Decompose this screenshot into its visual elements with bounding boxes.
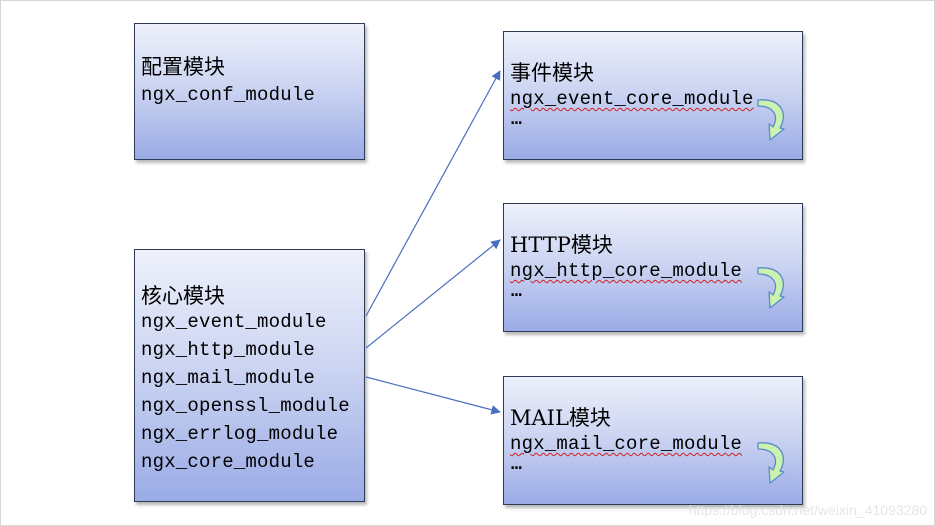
mail-module-item: ngx_mail_core_module — [510, 433, 743, 455]
mail-module-ellipsis: … — [511, 455, 522, 475]
event-module-ellipsis: … — [511, 110, 522, 130]
curved-arrow-icon — [757, 267, 785, 309]
core-module-box: 核心模块 ngx_event_module ngx_http_module ng… — [134, 249, 365, 502]
arrow-core-to-event — [365, 70, 501, 317]
arrow-core-to-mail — [365, 376, 501, 415]
event-module-title: 事件模块 — [510, 61, 594, 85]
config-module-item: ngx_conf_module — [141, 84, 316, 106]
mail-module-box: MAIL模块 ngx_mail_core_module … — [503, 376, 803, 505]
curved-arrow-icon — [757, 442, 785, 484]
event-module-item: ngx_event_core_module — [510, 88, 754, 110]
http-module-box: HTTP模块 ngx_http_core_module … — [503, 203, 803, 332]
core-module-title: 核心模块 — [141, 284, 225, 308]
http-module-ellipsis: … — [511, 282, 522, 302]
core-module-item: ngx_http_module — [141, 339, 316, 361]
event-module-box: 事件模块 ngx_event_core_module … — [503, 31, 803, 160]
core-module-item: ngx_event_module — [141, 311, 327, 333]
core-module-item: ngx_mail_module — [141, 367, 316, 389]
core-module-item: ngx_core_module — [141, 451, 316, 473]
core-module-item: ngx_errlog_module — [141, 423, 339, 445]
core-module-item: ngx_openssl_module — [141, 395, 350, 417]
curved-arrow-icon — [757, 99, 785, 141]
http-module-title: HTTP模块 — [510, 233, 613, 257]
config-module-title: 配置模块 — [141, 55, 225, 79]
arrow-core-to-http — [365, 239, 501, 349]
config-module-box: 配置模块 ngx_conf_module — [134, 23, 365, 160]
mail-module-title: MAIL模块 — [510, 406, 611, 430]
http-module-item: ngx_http_core_module — [510, 260, 743, 282]
watermark: https://blog.csdn.net/weixin_41093280 — [688, 502, 927, 518]
